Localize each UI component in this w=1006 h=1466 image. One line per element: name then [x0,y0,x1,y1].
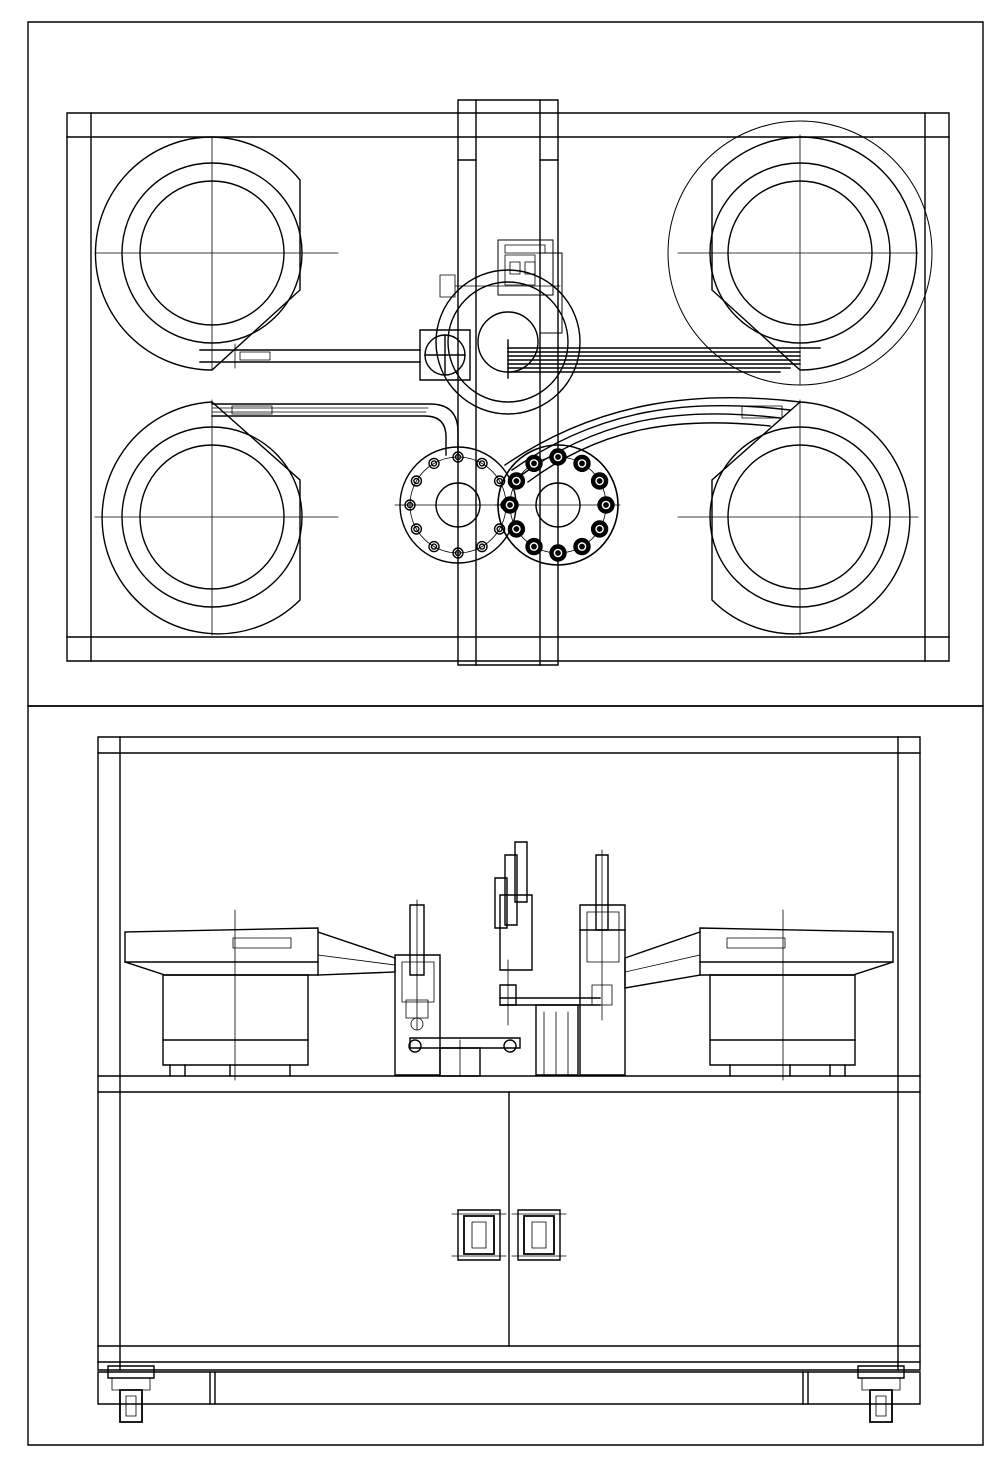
dial-hole-inner [480,544,485,549]
feed-rail-top-left [200,344,420,368]
dial-hole [429,542,439,552]
dial-hole [526,455,542,471]
bowl-feeder-bottom-right [678,400,918,635]
feed-rail-bottom-left [212,404,458,455]
dial-hole-inner [554,453,561,460]
door-handle-left [452,1210,506,1260]
bowl-feeder-right-elevation [625,910,893,1080]
dial-hole [495,476,505,486]
dial-hole [453,548,463,558]
dial-hole-inner [456,551,461,556]
dial-hole-inner [414,479,419,484]
dial-hole [502,497,518,513]
actuator-column-right [580,850,625,1075]
dial-hole-inner [602,501,609,508]
dial-hole [592,473,608,489]
dial-hole [526,539,542,555]
dial-hole [592,521,608,537]
dial-hole [477,542,487,552]
dial-hole [411,524,421,534]
dial-hole-inner [414,527,419,532]
center-beam [458,100,558,665]
dial-hole [574,539,590,555]
table-outline [67,113,949,661]
actuator-column-left [395,900,520,1076]
top-view [67,100,949,665]
feed-rail-top-right [508,340,820,378]
dial-hole [574,455,590,471]
dial-hole-inner [480,461,485,466]
dial-hole [550,545,566,561]
front-view [98,737,920,1422]
cabinet-outline [98,737,920,1370]
dial-hole [453,452,463,462]
dial-hole-inner [578,460,585,467]
dial-hole-inner [513,477,520,484]
sheet-frame-bottom [28,706,983,1445]
bowl-feeder-top-right [668,121,932,385]
dial-hole [411,476,421,486]
dial-hole [508,521,524,537]
dial-hole [477,458,487,468]
dial-hole [508,473,524,489]
dial-hole [598,497,614,513]
bowl-feeder-bottom-left [95,400,338,635]
door-handle-right [512,1210,566,1260]
dial-hole-inner [530,460,537,467]
dial-hole-inner [554,549,561,556]
actuator-column-center [495,842,600,1075]
sheet-frame-top [28,22,983,706]
indexing-dial-right [495,445,620,565]
pick-place-head [420,240,580,414]
dial-hole-inner [432,544,437,549]
dial-hole-inner [513,525,520,532]
bowl-feeder-top-left [95,137,338,370]
dial-hole [495,524,505,534]
dial-hole-inner [408,503,413,508]
dial-hole-inner [596,477,603,484]
dial-hole [405,500,415,510]
dial-hole-inner [432,461,437,466]
base-rail [98,1372,920,1404]
dial-hole [429,458,439,468]
feed-rail-bottom-right [505,398,800,482]
dial-hole [550,449,566,465]
dial-hole-inner [506,501,513,508]
dial-hole-inner [578,543,585,550]
caster-right [858,1366,904,1422]
dial-hole-inner [530,543,537,550]
bowl-feeder-left-elevation [125,910,395,1080]
dial-hole-inner [596,525,603,532]
caster-left [108,1366,154,1422]
dial-hole-inner [456,455,461,460]
